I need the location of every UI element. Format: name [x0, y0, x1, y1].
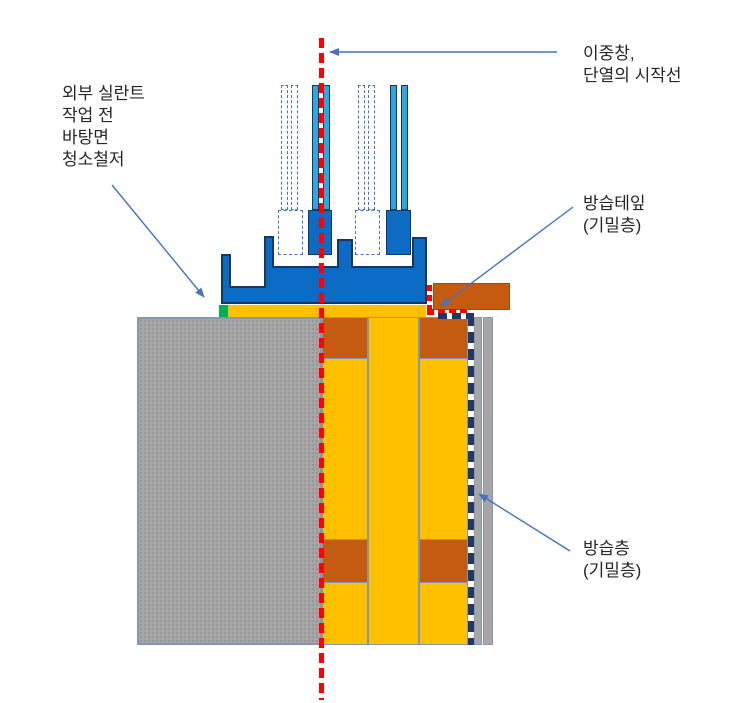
- insulation-start-centerline: [319, 38, 324, 700]
- glass-pane-bar-1: [312, 85, 319, 210]
- insulation-column-3: [419, 317, 468, 645]
- label-line: 방습층: [583, 539, 630, 558]
- label-line: 단열의 시작선: [583, 66, 682, 85]
- leader-line-sealant: [111, 184, 205, 298]
- wood-block-top-left: [322, 317, 368, 359]
- ghost-sash-block-1: [278, 210, 303, 255]
- wall-concrete: [137, 317, 322, 645]
- finish-board-inner: [474, 317, 482, 645]
- label-line: 청소철저: [62, 150, 125, 169]
- label-line: (기밀층): [583, 561, 642, 580]
- label-line: 이중창,: [583, 44, 635, 63]
- ghost-glass-bar-3: [358, 85, 365, 210]
- glass-pane-bar-2: [323, 85, 330, 210]
- exterior-sealant-block: [219, 305, 228, 317]
- trim-board-orange: [433, 283, 510, 310]
- sill-bed-yellow: [228, 305, 426, 317]
- glass-pane-bar-3: [390, 85, 397, 210]
- vapor-barrier-vertical: [468, 315, 474, 645]
- label-vapor-layer: 방습층 (기밀층): [583, 538, 641, 582]
- sash-block-2: [386, 210, 411, 255]
- label-double-window-centerline: 이중창, 단열의 시작선: [583, 43, 682, 87]
- label-vapor-tape: 방습테잎 (기밀층): [583, 193, 646, 237]
- ghost-glass-bar-2: [291, 85, 298, 210]
- ghost-glass-bar-4: [368, 85, 375, 210]
- label-line: 외부 실란트: [62, 84, 145, 103]
- insulation-column-1: [322, 317, 368, 645]
- vapor-tape-horizontal: [427, 309, 467, 315]
- label-line: 작업 전: [62, 106, 114, 125]
- wood-block-top-right: [419, 317, 468, 359]
- wood-block-bottom-right: [419, 539, 468, 583]
- insulation-column-2: [368, 317, 419, 645]
- label-line: 방습테잎: [583, 194, 646, 213]
- finish-board-outer: [483, 317, 493, 645]
- wood-block-bottom-left: [322, 539, 368, 583]
- ghost-glass-bar-1: [281, 85, 288, 210]
- vapor-barrier-horizontal: [438, 313, 474, 319]
- label-line: (기밀층): [583, 216, 642, 235]
- vapor-tape-vertical: [427, 285, 432, 315]
- label-line: 바탕면: [62, 128, 109, 147]
- label-exterior-sealant: 외부 실란트 작업 전 바탕면 청소철저: [62, 83, 145, 171]
- ghost-sash-block-2: [355, 210, 380, 255]
- glass-pane-bar-4: [401, 85, 408, 210]
